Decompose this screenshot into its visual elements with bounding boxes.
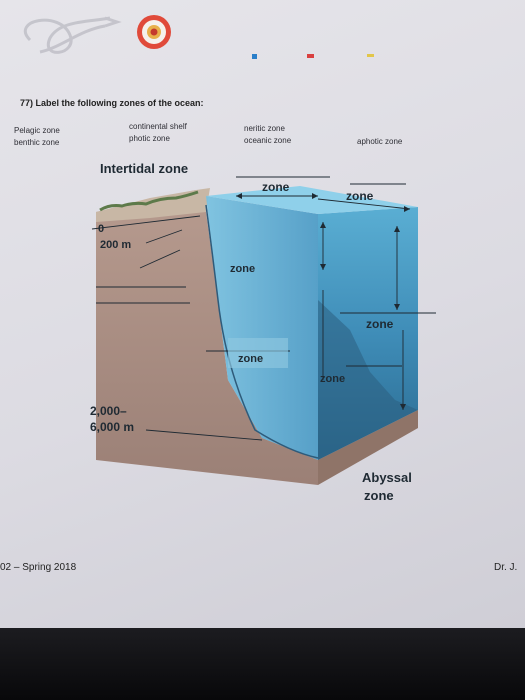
sea-floor	[318, 410, 418, 485]
sketch-icon	[23, 16, 122, 54]
marker-blue	[252, 54, 257, 59]
zone-label-mid: zone	[238, 353, 263, 365]
footer-instructor: Dr. J.	[494, 562, 518, 573]
term-aphotic: aphotic zone	[357, 137, 403, 146]
abyssal-label-2: zone	[364, 488, 394, 503]
zone-label-shelf: zone	[230, 263, 255, 275]
term-neritic: neritic zone	[244, 124, 285, 133]
abyssal-label-1: Abyssal	[362, 470, 412, 485]
question-text: 77) Label the following zones of the oce…	[20, 98, 204, 108]
label-box-mid	[228, 338, 288, 368]
marker-red	[307, 54, 314, 58]
zone-label-top-right: zone	[346, 189, 374, 203]
target-icon	[137, 15, 171, 49]
vegetation	[99, 190, 199, 212]
depth-0-label: 0	[98, 223, 104, 235]
zone-label-right: zone	[366, 317, 394, 331]
term-continental-shelf: continental shelf	[129, 122, 187, 131]
term-oceanic: oceanic zone	[244, 136, 292, 145]
term-pelagic: Pelagic zone	[14, 126, 60, 135]
abyssal-slope	[318, 300, 418, 460]
intertidal-label: Intertidal zone	[100, 161, 188, 176]
depth-200-label: 200 m	[100, 239, 131, 251]
ocean-zones-diagram: Intertidal zone zone zone zone zone zone…	[90, 161, 436, 503]
zone-label-top: zone	[262, 180, 290, 194]
depth-deep-label-1: 2,000–	[90, 404, 127, 418]
term-benthic: benthic zone	[14, 138, 60, 147]
ocean-surface	[206, 186, 418, 214]
depth-deep-label-2: 6,000 m	[90, 420, 134, 434]
ocean-front	[206, 196, 318, 460]
footer-course: 02 – Spring 2018	[0, 562, 77, 573]
header-decoration	[23, 15, 374, 59]
term-photic: photic zone	[129, 134, 170, 143]
zone-label-lower: zone	[320, 373, 345, 385]
photo-shadow-area	[0, 628, 525, 700]
continental-rock	[96, 190, 318, 485]
marker-yellow	[367, 54, 374, 57]
